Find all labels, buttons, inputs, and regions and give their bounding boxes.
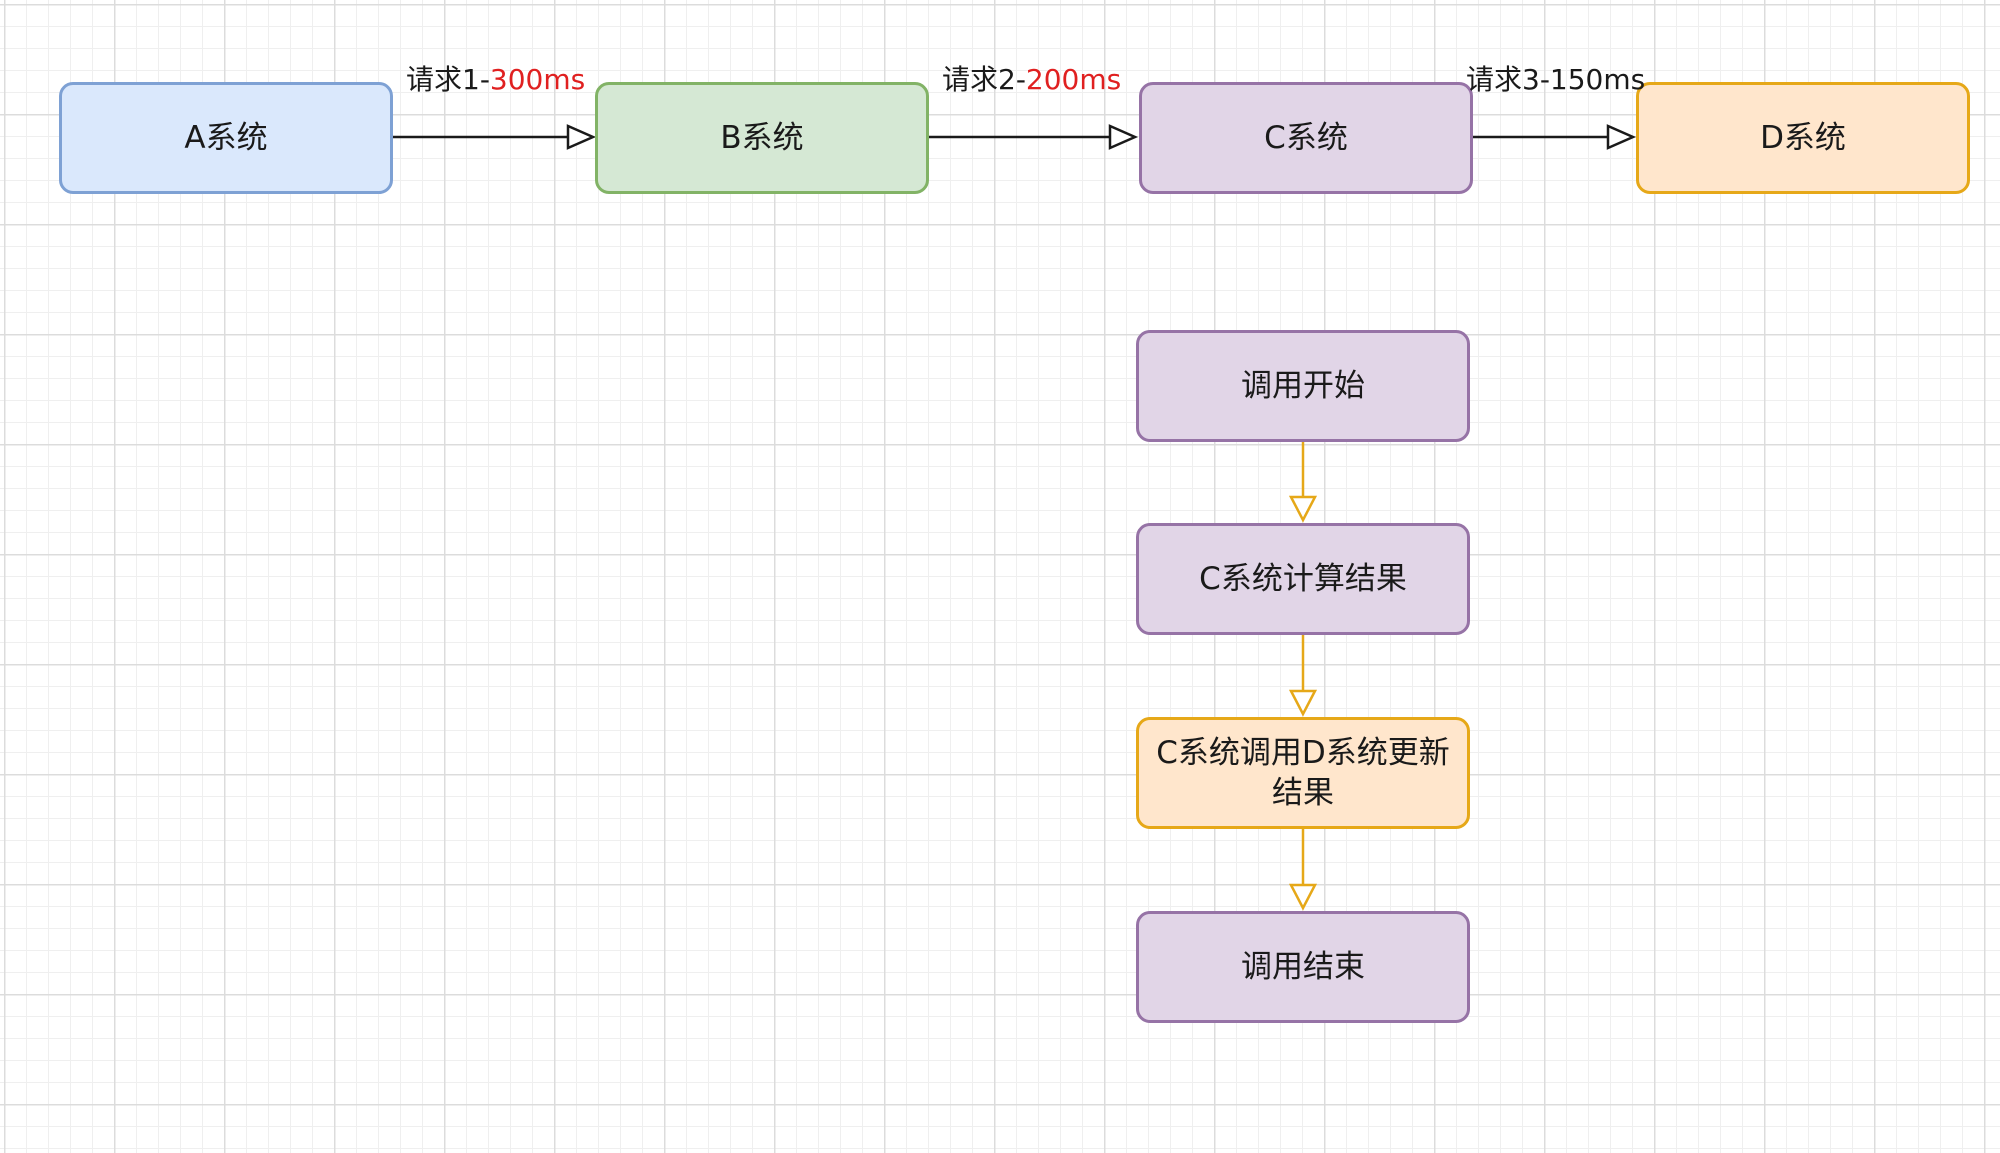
system-a-node[interactable]: A系统 — [59, 82, 393, 194]
flow-step-start[interactable]: 调用开始 — [1136, 330, 1470, 442]
request-1-label: 请求1-300ms — [406, 66, 585, 94]
request-1-time: 300ms — [489, 63, 586, 96]
flow-step-update-label: C系统调用D系统更新 结果 — [1156, 734, 1450, 811]
request-3-prefix: 请求3- — [1466, 63, 1550, 96]
request-1-prefix: 请求1- — [406, 63, 490, 96]
request-2-prefix: 请求2- — [942, 63, 1026, 96]
flow-step-end-label: 调用结束 — [1241, 948, 1365, 985]
flow-step-compute[interactable]: C系统计算结果 — [1136, 523, 1470, 635]
system-d-node[interactable]: D系统 — [1636, 82, 1970, 194]
request-2-time: 200ms — [1025, 63, 1122, 96]
flow-step-start-label: 调用开始 — [1241, 367, 1365, 404]
system-d-label: D系统 — [1760, 119, 1846, 156]
request-arrow-3[interactable] — [1473, 124, 1637, 150]
system-c-label: C系统 — [1264, 119, 1348, 156]
flow-arrow-3[interactable] — [1288, 829, 1318, 911]
request-2-label: 请求2-200ms — [942, 66, 1121, 94]
system-a-label: A系统 — [184, 119, 268, 156]
flow-step-update[interactable]: C系统调用D系统更新 结果 — [1136, 717, 1470, 829]
request-arrow-2[interactable] — [929, 124, 1139, 150]
system-b-node[interactable]: B系统 — [595, 82, 929, 194]
flow-step-compute-label: C系统计算结果 — [1199, 560, 1407, 597]
request-arrow-1[interactable] — [393, 124, 597, 150]
flow-arrow-2[interactable] — [1288, 635, 1318, 717]
flow-step-end[interactable]: 调用结束 — [1136, 911, 1470, 1023]
request-3-time: 150ms — [1549, 63, 1646, 96]
request-3-label: 请求3-150ms — [1466, 66, 1645, 94]
flow-arrow-1[interactable] — [1288, 442, 1318, 523]
system-b-label: B系统 — [720, 119, 804, 156]
system-c-node[interactable]: C系统 — [1139, 82, 1473, 194]
